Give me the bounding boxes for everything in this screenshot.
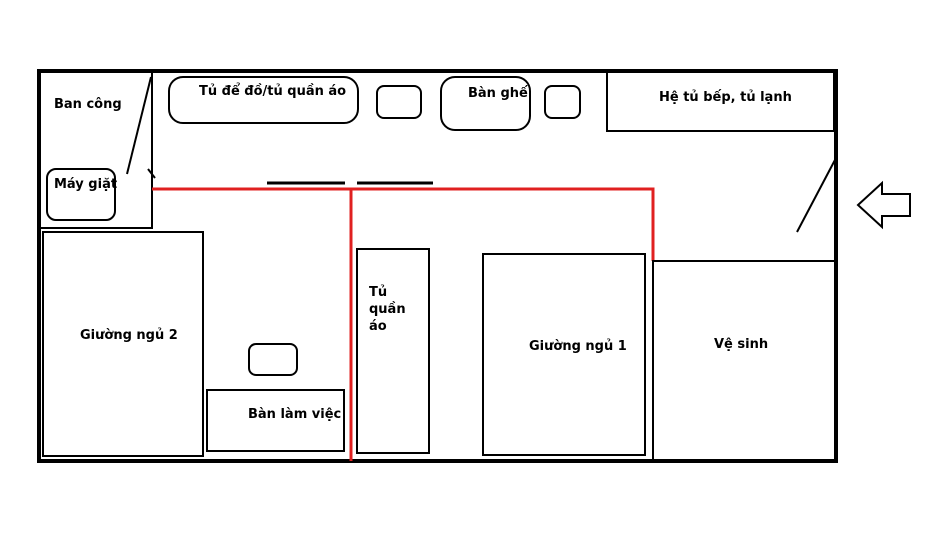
wardrobe-top-label: Tủ để đồ/tủ quần áo xyxy=(199,84,347,99)
entrance-door xyxy=(796,157,837,233)
bed-2 xyxy=(42,231,204,457)
outer-wall xyxy=(37,69,838,463)
wardrobe-mid xyxy=(356,248,430,454)
wardrobe-mid-label: Tủ quần áo xyxy=(369,285,406,334)
arrow-left-icon xyxy=(856,180,911,230)
balcony-door-stub xyxy=(147,168,156,179)
washer-label: Máy giặt xyxy=(54,177,118,192)
chair-right xyxy=(544,85,581,119)
red-partition xyxy=(152,187,655,261)
table-chairs-label: Bàn ghế xyxy=(468,86,528,101)
chair-left xyxy=(376,85,422,119)
balcony-door xyxy=(126,76,152,175)
bed2-label: Giường ngủ 2 xyxy=(80,328,178,343)
kitchen-label: Hệ tủ bếp, tủ lạnh xyxy=(659,90,792,105)
toilet-label: Vệ sinh xyxy=(714,337,769,352)
wardrobe-top xyxy=(168,76,359,124)
bed-1 xyxy=(482,253,646,456)
desk xyxy=(206,389,345,452)
desk-label: Bàn làm việc xyxy=(248,407,342,422)
kitchen-cabinet xyxy=(606,71,835,132)
dining-table xyxy=(440,76,531,131)
stool xyxy=(248,343,298,376)
balcony-area xyxy=(39,71,153,229)
bed1-label: Giường ngủ 1 xyxy=(529,339,627,354)
washing-machine xyxy=(46,168,116,221)
toilet-room xyxy=(652,260,836,461)
balcony-label: Ban công xyxy=(54,97,122,112)
